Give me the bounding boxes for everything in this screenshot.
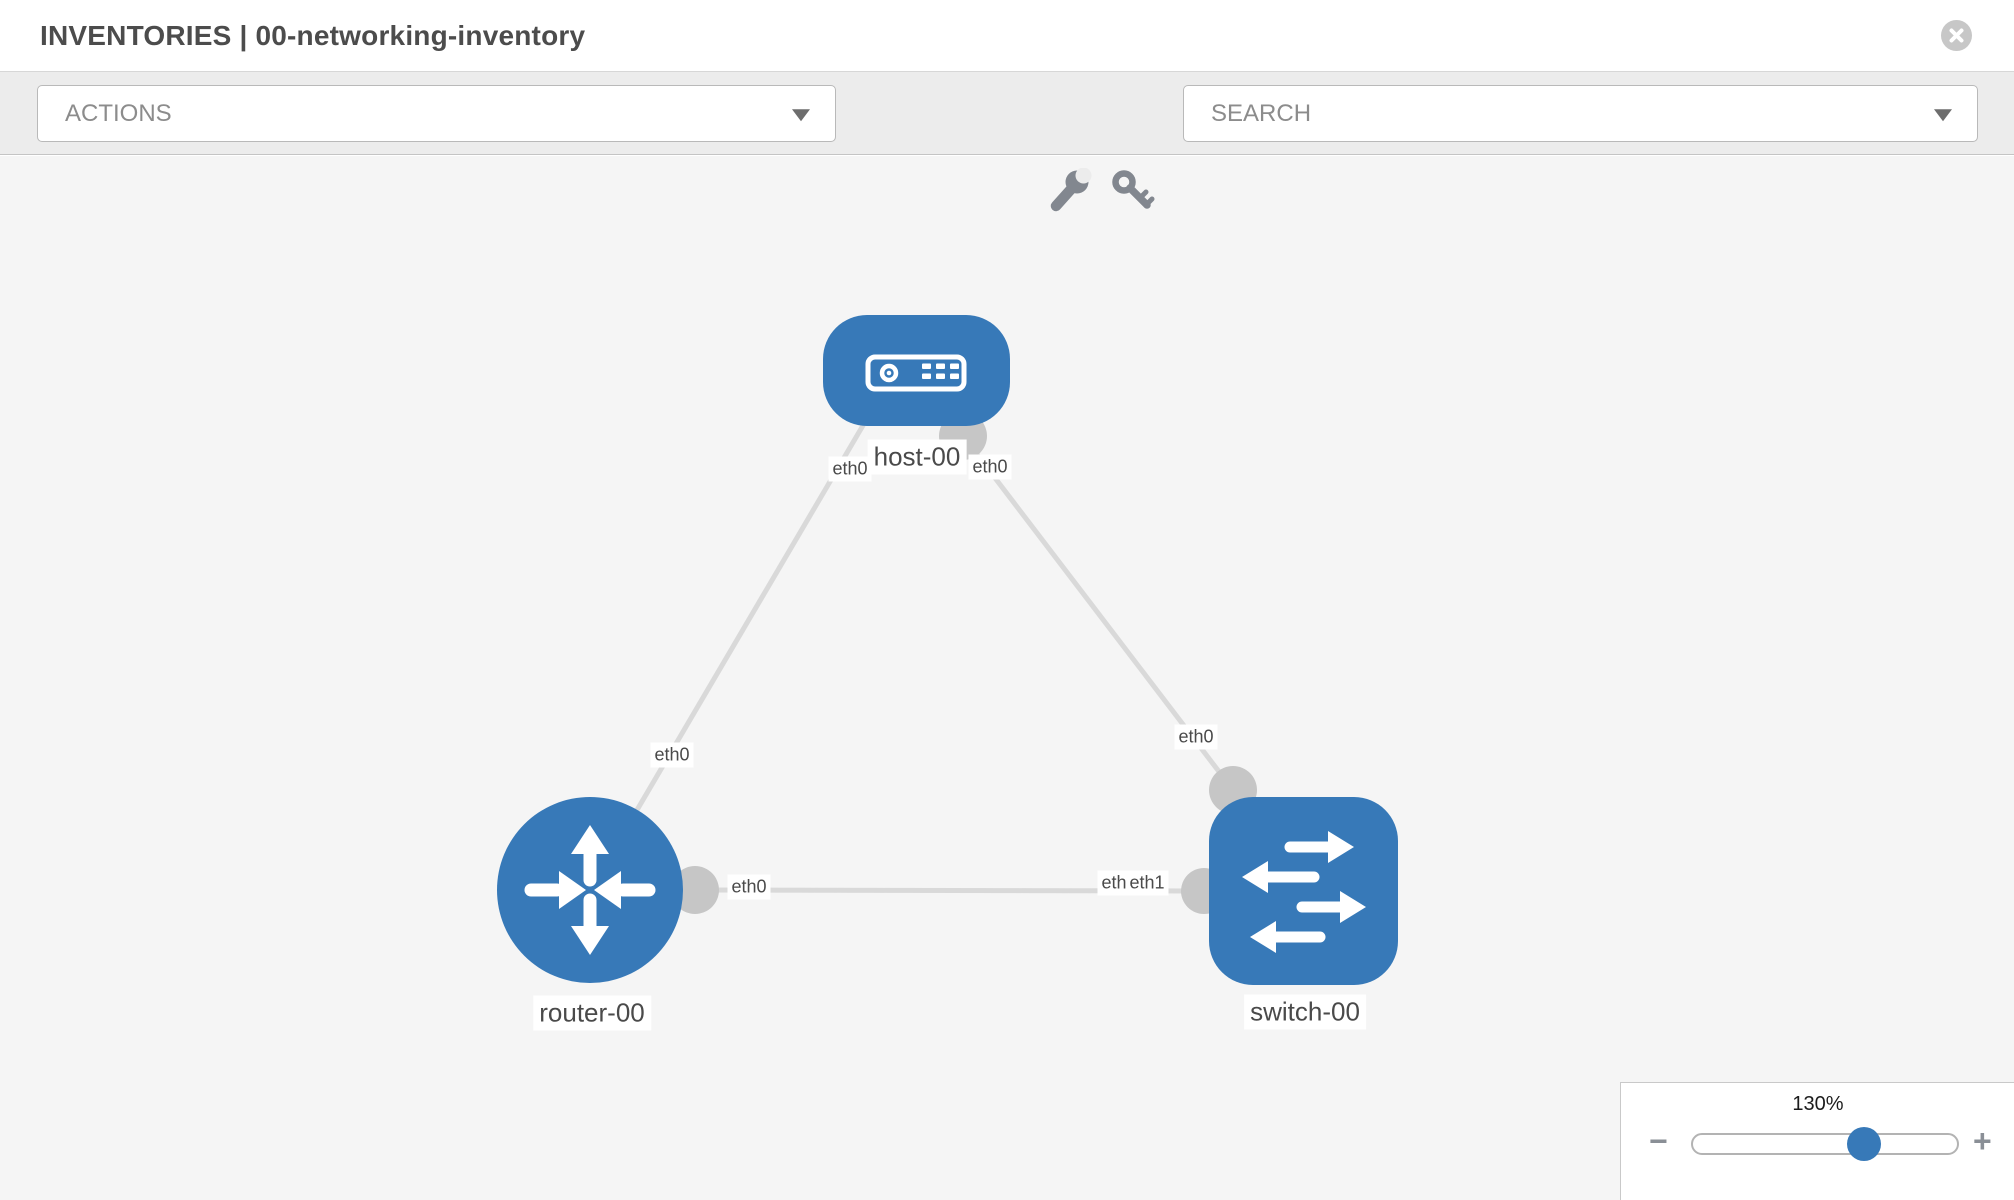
node-label-host: host-00 bbox=[867, 439, 967, 475]
node-switch[interactable] bbox=[1209, 797, 1398, 985]
node-label-switch: switch-00 bbox=[1244, 994, 1366, 1030]
close-button[interactable] bbox=[1941, 20, 1972, 51]
iface-connector-router[interactable] bbox=[671, 866, 719, 914]
topology-graph bbox=[497, 315, 1398, 985]
zoom-slider-thumb[interactable] bbox=[1847, 1127, 1881, 1161]
node-router[interactable] bbox=[497, 797, 683, 983]
close-icon bbox=[1949, 28, 1964, 43]
zoom-out-button[interactable]: − bbox=[1649, 1123, 1668, 1159]
iface-label: eth0 bbox=[1174, 724, 1218, 750]
chevron-down-icon bbox=[792, 108, 810, 121]
topology-canvas[interactable] bbox=[0, 156, 2014, 1200]
node-label-router: router-00 bbox=[533, 995, 651, 1031]
iface-label: eth0 bbox=[828, 456, 872, 482]
iface-label: eth0 bbox=[727, 874, 771, 900]
router-icon bbox=[524, 825, 656, 955]
zoom-slider-track[interactable] bbox=[1691, 1133, 1959, 1155]
iface-label: eth0 bbox=[650, 742, 694, 768]
wrench-icon[interactable] bbox=[1048, 167, 1094, 214]
zoom-level-value: 130% bbox=[1792, 1093, 1844, 1115]
switch-icon bbox=[1242, 831, 1366, 953]
actions-dropdown[interactable]: ACTIONS bbox=[37, 85, 836, 142]
host-icon bbox=[865, 354, 967, 392]
iface-label: eth1 bbox=[1125, 870, 1169, 896]
zoom-panel: 130% − + bbox=[1620, 1082, 2014, 1200]
actions-dropdown-label: ACTIONS bbox=[65, 100, 172, 127]
toolbar: ACTIONS SEARCH bbox=[0, 72, 2014, 212]
page-title: INVENTORIES | 00-networking-inventory bbox=[40, 20, 586, 51]
chevron-down-icon bbox=[1934, 108, 1952, 121]
iface-label: eth0 bbox=[968, 454, 1012, 480]
search-dropdown-label: SEARCH bbox=[1211, 100, 1312, 127]
search-dropdown[interactable]: SEARCH bbox=[1183, 85, 1978, 142]
page-header: INVENTORIES | 00-networking-inventory bbox=[0, 0, 2014, 72]
zoom-in-button[interactable]: + bbox=[1973, 1123, 1992, 1159]
key-icon[interactable] bbox=[1110, 168, 1156, 214]
link-router-host[interactable] bbox=[587, 403, 878, 892]
node-host[interactable] bbox=[823, 315, 1010, 426]
